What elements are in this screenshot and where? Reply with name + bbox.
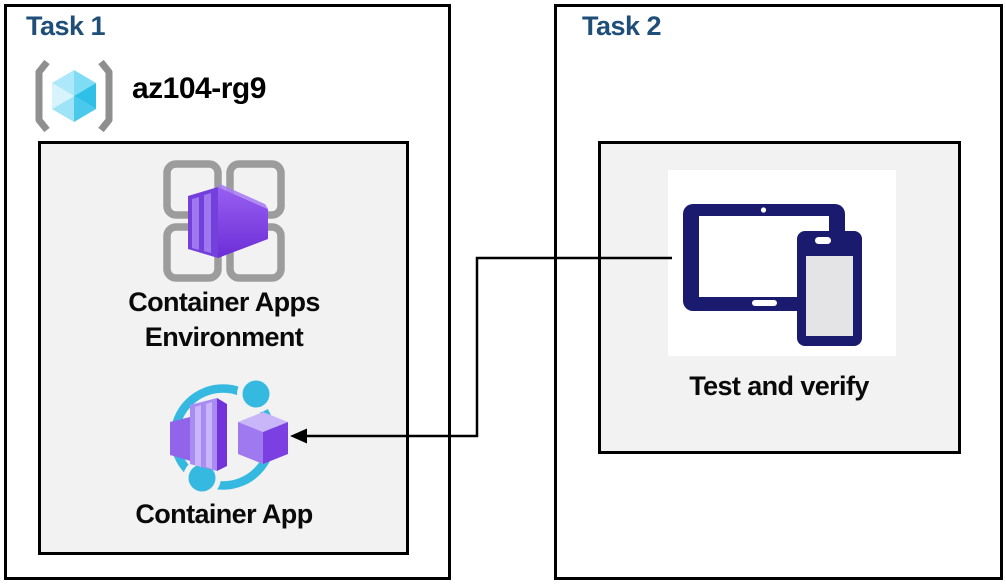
resource-group-name: az104-rg9 xyxy=(132,72,266,105)
container-app-icon xyxy=(170,378,288,497)
task2-title: Task 2 xyxy=(582,11,662,41)
task1-title: Task 1 xyxy=(26,11,106,41)
container-app-label: Container App xyxy=(135,499,313,529)
test-device-card xyxy=(668,170,896,356)
tablet-and-phone-icon xyxy=(683,204,862,346)
container-apps-environment-icon xyxy=(163,160,285,282)
resource-group-icon xyxy=(35,59,113,133)
test-and-verify-label: Test and verify xyxy=(689,371,869,401)
container-apps-environment-label: Container Apps Environment xyxy=(128,287,320,352)
